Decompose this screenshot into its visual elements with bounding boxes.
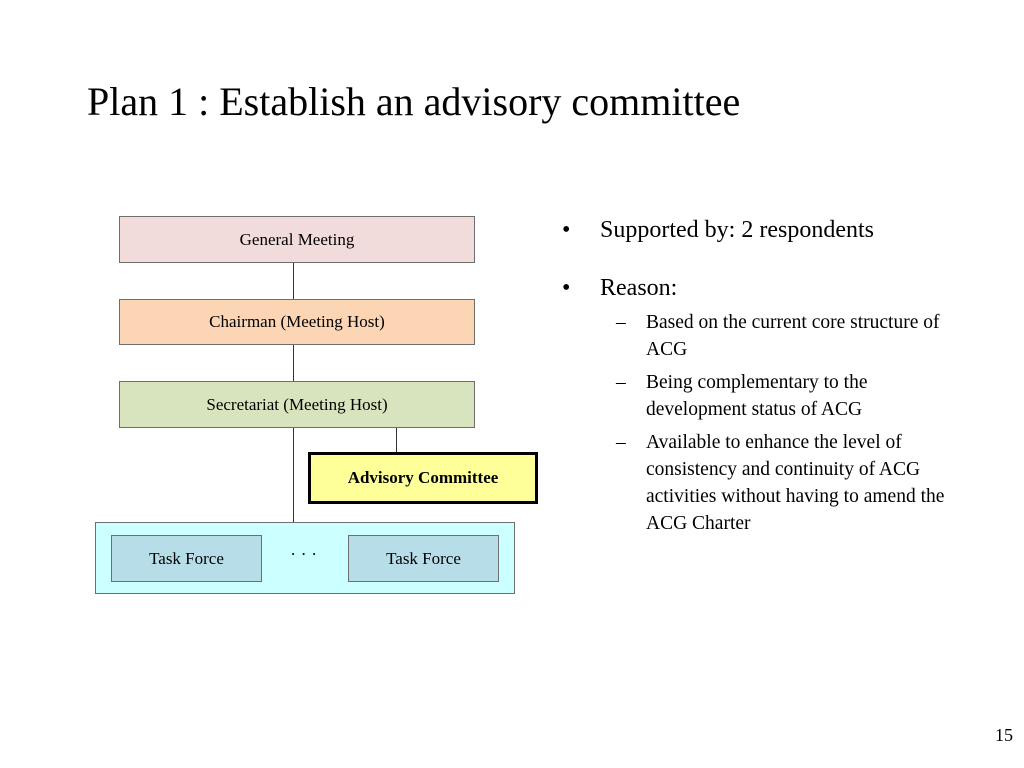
dash-glyph: –	[616, 312, 626, 333]
reason-item: – Available to enhance the level of cons…	[560, 429, 956, 537]
bullet-glyph: •	[562, 275, 571, 301]
chairman-box: Chairman (Meeting Host)	[119, 299, 475, 345]
dash-glyph: –	[616, 372, 626, 393]
connector-line-secretariat-taskforce	[293, 428, 294, 523]
dash-glyph: –	[616, 432, 626, 453]
reason-item: – Being complementary to the development…	[560, 369, 956, 423]
task-force-box-left: Task Force	[111, 535, 262, 582]
connector-line-secretariat-advisory	[396, 428, 397, 452]
bullet-glyph: •	[562, 217, 571, 243]
task-force-ellipsis: . . .	[291, 540, 318, 559]
connector-line-general-chairman	[293, 263, 294, 299]
task-force-box-right: Task Force	[348, 535, 499, 582]
reason-item-text: Available to enhance the level of consis…	[646, 432, 945, 534]
slide-title: Plan 1 : Establish an advisory committee	[87, 79, 741, 124]
reason-item-text: Being complementary to the development s…	[646, 372, 868, 420]
bullet-reason: • Reason:	[560, 271, 980, 305]
general-meeting-box: General Meeting	[119, 216, 475, 263]
advisory-committee-box: Advisory Committee	[308, 452, 538, 504]
secretariat-box: Secretariat (Meeting Host)	[119, 381, 475, 428]
bullet-supported: • Supported by: 2 respondents	[560, 213, 980, 247]
bullet-supported-text: Supported by: 2 respondents	[600, 217, 874, 243]
bullet-list: • Supported by: 2 respondents • Reason: …	[560, 213, 980, 543]
connector-line-chairman-secretariat	[293, 345, 294, 381]
bullet-reason-text: Reason:	[600, 275, 678, 301]
reason-item-text: Based on the current core structure of A…	[646, 312, 940, 360]
page-number: 15	[995, 725, 1013, 745]
reason-item: – Based on the current core structure of…	[560, 309, 956, 363]
